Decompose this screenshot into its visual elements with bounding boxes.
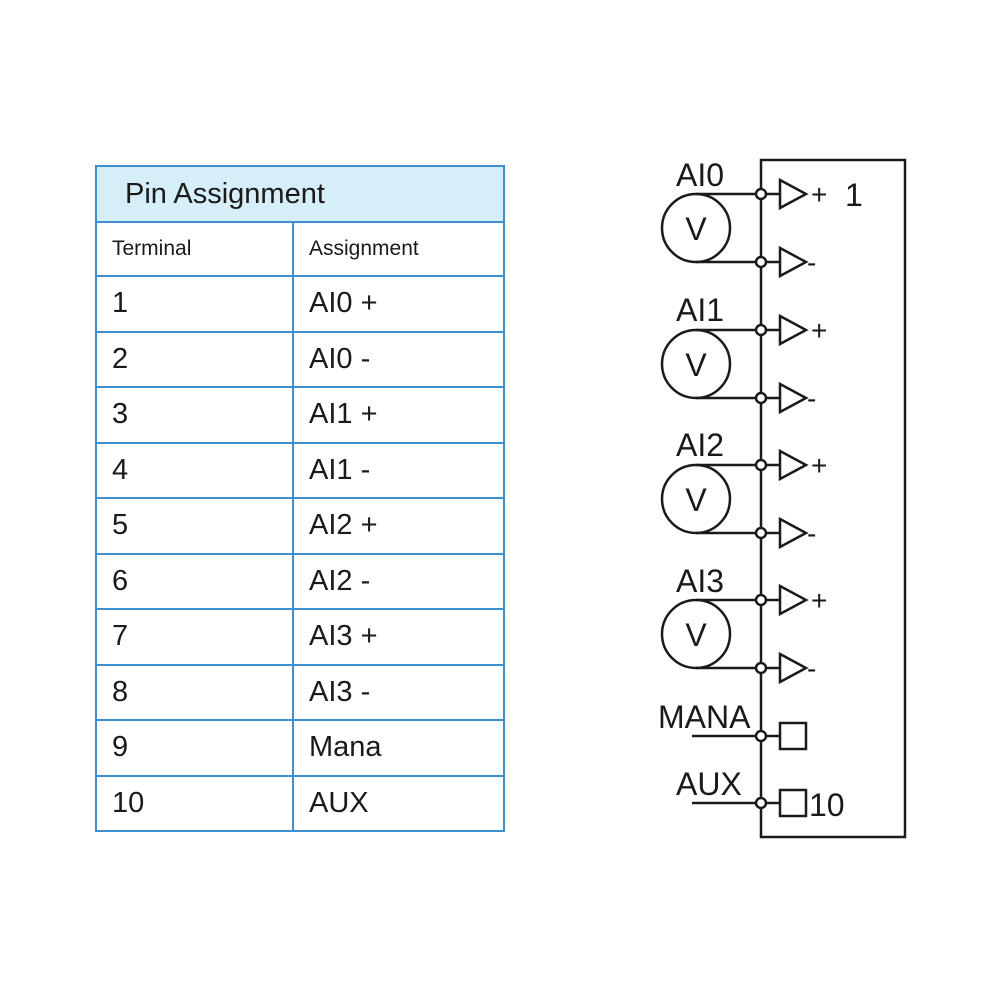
terminal-cell: 7 xyxy=(95,608,294,666)
table-row: 3 AI1 + xyxy=(95,386,505,444)
terminal-cell: 8 xyxy=(95,663,294,721)
plus-label: + xyxy=(811,315,827,346)
module-outline xyxy=(759,158,907,839)
plus-label: + xyxy=(811,585,827,616)
terminal-cell: 9 xyxy=(95,719,294,777)
minus-label: - xyxy=(807,247,816,278)
table-row: 6 AI2 - xyxy=(95,552,505,610)
terminal-node-icon xyxy=(754,729,768,743)
assignment-cell: AI0 - xyxy=(292,330,505,388)
terminal-node-icon xyxy=(754,323,768,337)
assignment-cell: AI2 + xyxy=(292,497,505,555)
channel-ai2: AI2 V + - xyxy=(660,427,827,550)
table-row: 10 AUX xyxy=(95,774,505,832)
input-triangle-icon xyxy=(778,448,809,482)
meter-label: V xyxy=(685,482,707,518)
table-row: 1 AI0 + xyxy=(95,275,505,333)
assignment-cell: AI1 + xyxy=(292,386,505,444)
plus-label: + xyxy=(811,179,827,210)
assignment-cell: AUX xyxy=(292,774,505,832)
aux-label: AUX xyxy=(676,766,742,802)
minus-label: - xyxy=(807,518,816,549)
terminal-cell: 10 xyxy=(95,774,294,832)
plus-label: + xyxy=(811,450,827,481)
terminal-node-icon xyxy=(754,526,768,540)
square-terminal-icon xyxy=(778,788,808,818)
table-row: 2 AI0 - xyxy=(95,330,505,388)
terminal-cell: 2 xyxy=(95,330,294,388)
terminal-node-icon xyxy=(754,796,768,810)
input-triangle-icon xyxy=(778,583,809,617)
minus-label: - xyxy=(807,383,816,414)
channel-label: AI0 xyxy=(676,157,724,193)
channel-label: AI3 xyxy=(676,563,724,599)
assignment-cell: AI3 + xyxy=(292,608,505,666)
assignment-cell: AI0 + xyxy=(292,275,505,333)
terminal-node-icon xyxy=(754,661,768,675)
meter-label: V xyxy=(685,617,707,653)
terminal-node-icon xyxy=(754,391,768,405)
table-title: Pin Assignment xyxy=(95,165,505,223)
assignment-cell: Mana xyxy=(292,719,505,777)
input-triangle-icon xyxy=(778,381,809,415)
input-triangle-icon xyxy=(778,516,809,550)
assignment-cell: AI2 - xyxy=(292,552,505,610)
column-header-terminal: Terminal xyxy=(95,221,294,277)
channel-ai0: AI0 V + - xyxy=(660,157,827,279)
terminal-cell: 3 xyxy=(95,386,294,444)
terminal-cell: 4 xyxy=(95,441,294,499)
terminal-node-icon xyxy=(754,593,768,607)
assignment-cell: AI1 - xyxy=(292,441,505,499)
channel-ai3: AI3 V + - xyxy=(660,563,827,685)
channel-label: AI2 xyxy=(676,427,724,463)
terminal-number-first: 1 xyxy=(845,177,863,213)
table-row: 9 Mana xyxy=(95,719,505,777)
input-triangle-icon xyxy=(778,651,809,685)
table-row: 4 AI1 - xyxy=(95,441,505,499)
mana-terminal: MANA xyxy=(658,699,808,751)
mana-label: MANA xyxy=(658,699,751,735)
table-row: 8 AI3 - xyxy=(95,663,505,721)
minus-label: - xyxy=(807,653,816,684)
channel-label: AI1 xyxy=(676,292,724,328)
terminal-node-icon xyxy=(754,458,768,472)
input-triangle-icon xyxy=(778,245,809,279)
square-terminal-icon xyxy=(778,721,808,751)
meter-label: V xyxy=(685,211,707,247)
table-row: 5 AI2 + xyxy=(95,497,505,555)
input-triangle-icon xyxy=(778,177,809,211)
column-header-assignment: Assignment xyxy=(292,221,505,277)
input-triangle-icon xyxy=(778,313,809,347)
channel-ai1: AI1 V + - xyxy=(660,292,827,415)
meter-label: V xyxy=(685,347,707,383)
terminal-cell: 6 xyxy=(95,552,294,610)
terminal-number-last: 10 xyxy=(809,787,845,823)
assignment-cell: AI3 - xyxy=(292,663,505,721)
pin-assignment-table: Pin Assignment Terminal Assignment 1 AI0… xyxy=(95,165,505,832)
table-row: 7 AI3 + xyxy=(95,608,505,666)
terminal-cell: 5 xyxy=(95,497,294,555)
terminal-cell: 1 xyxy=(95,275,294,333)
terminal-node-icon xyxy=(754,187,768,201)
terminal-node-icon xyxy=(754,255,768,269)
aux-terminal: AUX 10 xyxy=(676,766,845,823)
